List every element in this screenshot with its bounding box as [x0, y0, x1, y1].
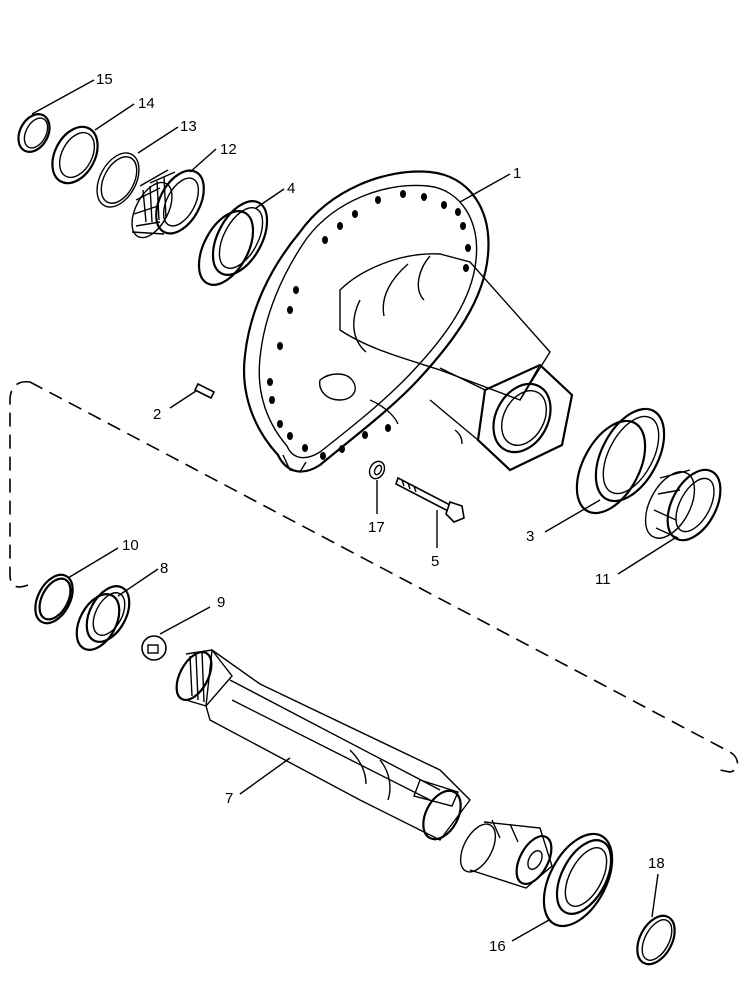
part-16-seal [542, 832, 614, 928]
label-2: 2 [153, 406, 161, 423]
part-4-bearing-cup [197, 200, 269, 286]
shaft-sleeve [459, 819, 553, 889]
label-1: 1 [513, 165, 521, 182]
part-13-ring [96, 152, 140, 208]
part-14-ring [51, 125, 99, 185]
part-10-snap-ring [34, 573, 74, 625]
label-11: 11 [595, 571, 611, 588]
part-18-snap-ring [636, 914, 676, 966]
part-11-bearing-cone [644, 468, 722, 542]
part-12-bearing-cone [131, 169, 205, 239]
label-9: 9 [217, 594, 225, 611]
label-4: 4 [287, 180, 295, 197]
part-7-axle-shaft [175, 648, 471, 841]
part-8-collar [75, 585, 131, 651]
label-17: 17 [368, 519, 385, 536]
label-16: 16 [489, 938, 506, 955]
part-1-hub-housing [243, 170, 574, 473]
label-14: 14 [138, 95, 155, 112]
label-12: 12 [220, 141, 237, 158]
label-5: 5 [431, 553, 439, 570]
leader-lines [31, 79, 676, 942]
label-10: 10 [122, 537, 139, 554]
label-7: 7 [225, 790, 233, 807]
part-15-snap-ring [17, 113, 51, 153]
part-9-key [141, 635, 167, 661]
part-3-bearing-cup [575, 407, 666, 515]
flange-bolt-holes [267, 190, 471, 460]
part-labels: 15 14 13 12 4 1 2 17 5 3 11 10 8 9 7 16 … [96, 71, 665, 955]
part-5-bolt [395, 476, 465, 523]
label-15: 15 [96, 71, 113, 88]
label-13: 13 [180, 118, 197, 135]
part-17-washer [368, 460, 386, 480]
label-3: 3 [526, 528, 534, 545]
assembly-dashed-line [9, 380, 739, 773]
part-2-pin [193, 382, 216, 400]
label-8: 8 [160, 560, 168, 577]
label-18: 18 [648, 855, 665, 872]
